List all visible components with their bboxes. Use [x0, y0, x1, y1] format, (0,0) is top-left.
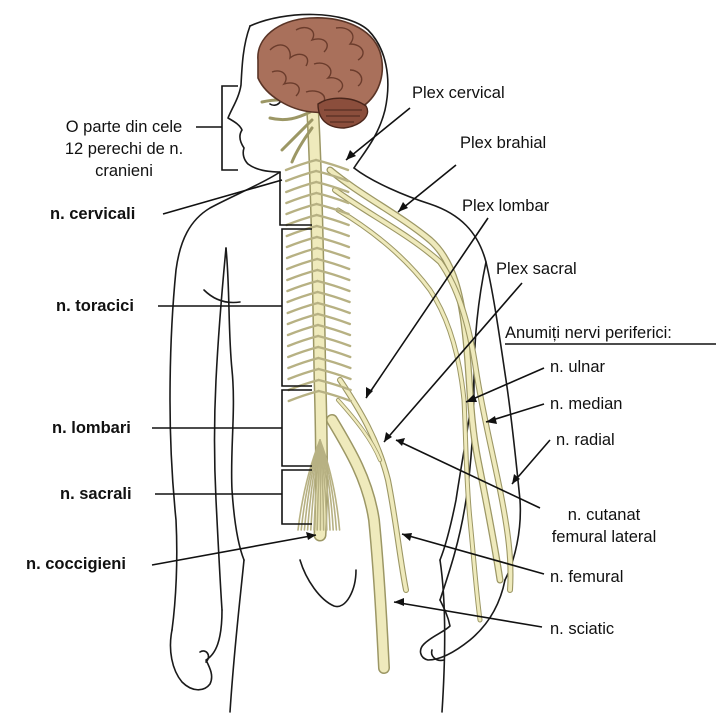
lumbar-nerves-label: n. lombari: [52, 419, 131, 437]
cranial-label-line-3: cranieni: [95, 162, 153, 180]
intercostal-nerve-branch: [315, 191, 350, 205]
cauda-equina-strand: [319, 439, 341, 531]
brain: [257, 17, 384, 129]
arm-nerves: [326, 166, 514, 623]
intercostal-nerve-branch: [284, 158, 318, 172]
lateral-femoral-cutaneous-label: n. cutanat femural lateral: [534, 504, 674, 548]
cutaneous-label-line-2: femural lateral: [551, 528, 657, 546]
intercostal-nerve-branch: [287, 367, 320, 381]
sciatic-nerve-label: n. sciatic: [550, 620, 615, 638]
intercostal-nerve-branch: [286, 312, 320, 326]
intercostal-nerve-branch: [315, 224, 350, 238]
intercostal-nerve-branch: [316, 334, 352, 348]
intercostal-nerve-branch: [315, 257, 351, 271]
peripheral-nerves-heading: Anumiți nervi periferici:: [505, 324, 672, 342]
intercostal-nerve-branch: [286, 268, 319, 282]
lumbar-bracket: [281, 389, 312, 467]
radial-nerve-label: n. radial: [556, 431, 615, 449]
intercostal-nerve-branch: [285, 191, 318, 205]
intercostal-nerve-branch: [315, 235, 351, 249]
intercostal-nerve-branch: [285, 257, 319, 271]
intercostal-nerve-branch: [285, 202, 318, 216]
intercostal-nerve-branch: [284, 169, 318, 183]
intercostal-nerve-branch: [316, 301, 351, 315]
ulnar-nerve-label: n. ulnar: [550, 358, 606, 376]
cranial-nerves-label: O parte din cele 12 perechi de n. cranie…: [50, 116, 198, 182]
cutaneous-label-line-1: n. cutanat: [567, 506, 641, 524]
intercostal-nerve-branch: [285, 235, 319, 249]
intercostal-nerve-branch: [314, 169, 350, 183]
intercostal-nerve-branch: [316, 268, 351, 282]
intercostal-nerve-branch: [285, 224, 318, 238]
intercostal-nerve-branch: [316, 323, 352, 337]
intercostal-nerve-branch: [316, 312, 352, 326]
intercostal-nerve-branch: [316, 290, 351, 304]
cranial-label-line-1: O parte din cele: [65, 118, 183, 136]
intercostal-nerve-branch: [317, 367, 352, 381]
leader-lines: [151, 107, 716, 628]
sacral-plexus-label: Plex sacral: [496, 260, 577, 278]
thoracic-nerves-label: n. toracici: [56, 297, 134, 315]
leg-nerves: [326, 377, 409, 674]
intercostal-nerve-branch: [315, 180, 350, 194]
brachial-plexus-label: Plex brahial: [460, 134, 547, 152]
intercostal-nerve-branch: [317, 356, 352, 370]
femoral-nerve-label: n. femural: [550, 568, 624, 586]
intercostal-nerve-branch: [287, 378, 320, 392]
cranial-bracket: [221, 85, 238, 171]
lumbar-plexus-label: Plex lombar: [462, 197, 550, 215]
intercostal-nerve-branch: [285, 246, 319, 260]
intercostal-nerve-branch: [286, 323, 320, 337]
intercostal-nerve-branch: [285, 213, 318, 227]
intercostal-nerve-branch: [317, 378, 352, 392]
intercostal-nerve-branch: [315, 202, 350, 216]
cauda-equina-nerves: [297, 439, 341, 531]
intercostal-nerve-branch: [286, 290, 319, 304]
median-nerve-label: n. median: [550, 395, 623, 413]
sacral-nerves-label: n. sacrali: [60, 485, 132, 503]
intercostal-nerve-branch: [317, 345, 352, 359]
arrowheads: [306, 150, 520, 606]
thoracic-bracket: [281, 228, 312, 387]
intercostal-nerve-branch: [317, 389, 352, 403]
cervical-bracket: [279, 172, 312, 226]
intercostal-nerve-branch: [316, 279, 351, 293]
cervical-nerves-label: n. cervicali: [50, 205, 136, 223]
intercostal-nerve-branch: [315, 213, 350, 227]
sacral-bracket: [281, 469, 312, 525]
cranial-label-line-2: 12 perechi de n.: [64, 140, 184, 158]
intercostal-nerve-branch: [287, 345, 320, 359]
intercostal-nerve-branch: [314, 158, 350, 172]
intercostal-nerve-branch: [287, 389, 320, 403]
intercostal-nerve-branch: [287, 356, 320, 370]
intercostal-nerve-branch: [286, 301, 319, 315]
nerve-network: [260, 86, 514, 674]
coccygeal-nerves-label: n. coccigieni: [26, 555, 126, 573]
intercostal-nerves: [284, 158, 352, 403]
intercostal-nerve-branch: [315, 246, 351, 260]
cervical-plexus-label: Plex cervical: [412, 84, 505, 102]
intercostal-nerve-branch: [286, 279, 319, 293]
intercostal-nerve-branch: [285, 180, 318, 194]
intercostal-nerve-branch: [286, 334, 320, 348]
